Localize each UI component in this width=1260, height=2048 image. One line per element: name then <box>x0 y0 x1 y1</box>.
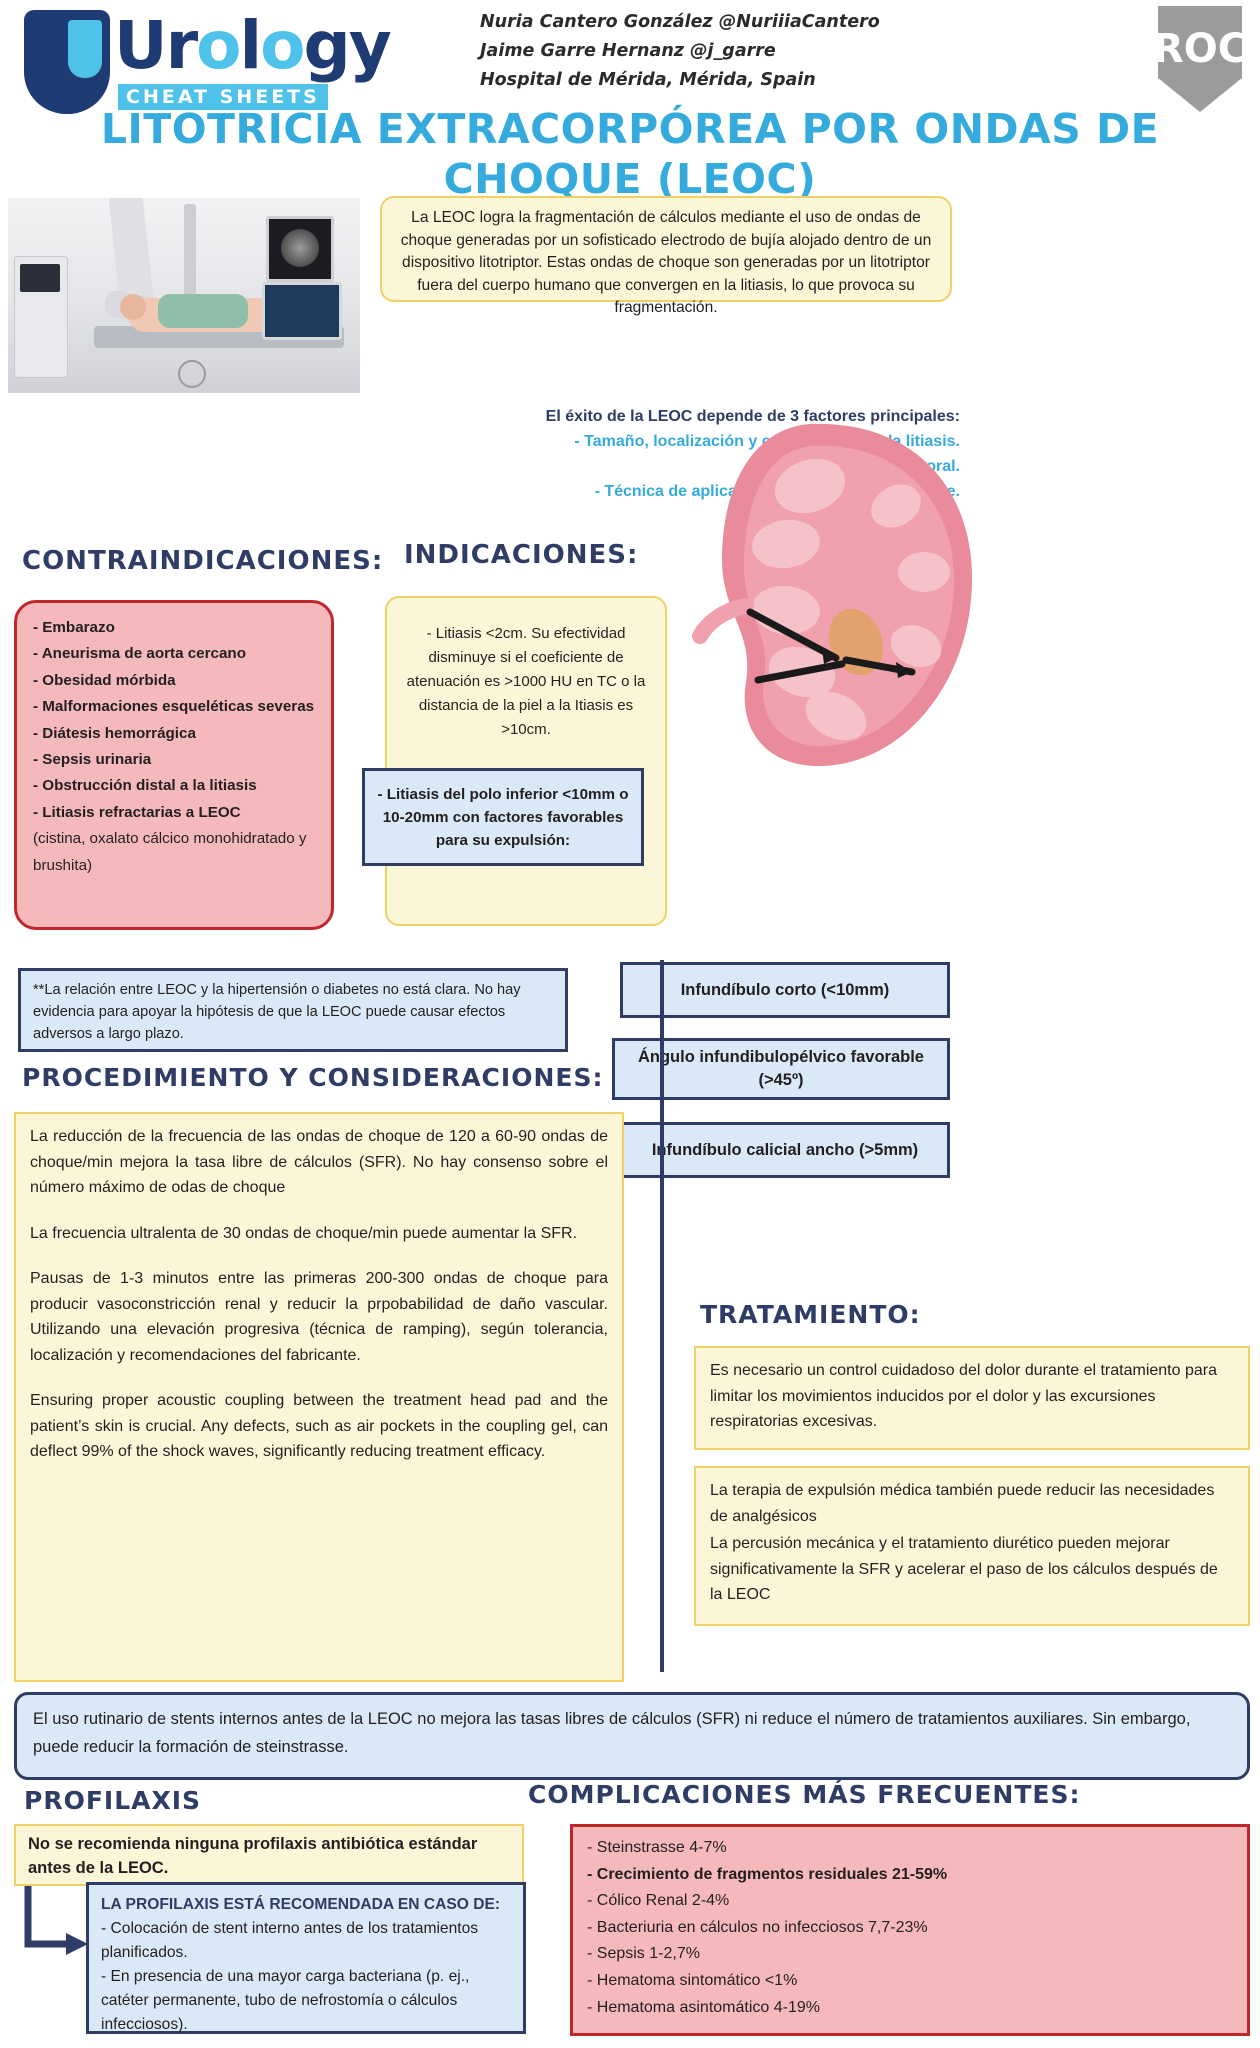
treatment-box-pain-control: Es necesario un control cuidadoso del do… <box>694 1346 1250 1450</box>
indications-subtext: - Litiasis del polo inferior <10mm o 10-… <box>377 785 629 849</box>
roc-logo-icon: ROC <box>1154 6 1246 112</box>
success-factors-lead: El éxito de la LEOC depende de 3 factore… <box>545 408 960 425</box>
procedure-paragraph-2: La frecuencia ultralenta de 30 ondas de … <box>30 1224 578 1242</box>
list-item: - Hematoma sintomático <1% <box>587 1971 798 1989</box>
lithotripsy-procedure-photo <box>8 198 360 393</box>
contraindications-list: - Embarazo - Aneurisma de aorta cercano … <box>17 603 331 879</box>
contraindications-box: - Embarazo - Aneurisma de aorta cercano … <box>14 600 334 930</box>
list-item: - Colocación de stent interno antes de l… <box>101 1920 479 1961</box>
description-text: La LEOC logra la fragmentación de cálcul… <box>400 209 932 316</box>
indications-text: - Litiasis <2cm. Su efectividad disminuy… <box>406 625 646 738</box>
svg-text:ROC: ROC <box>1154 26 1246 72</box>
urology-cheat-sheets-logo: Urology CHEAT SHEETS <box>14 4 404 116</box>
criterion-label: Infundíbulo corto (<10mm) <box>680 980 890 999</box>
criterion-label: Infundíbulo calicial ancho (>5mm) <box>651 1140 919 1159</box>
list-item: - Litiasis refractarias a LEOC <box>33 803 241 821</box>
stents-banner-text: El uso rutinario de stents internos ante… <box>33 1710 1191 1756</box>
criterion-box-infundibulum-width: Infundíbulo calicial ancho (>5mm) <box>620 1122 950 1178</box>
indications-heading: INDICACIONES: <box>404 540 639 570</box>
contraindications-heading: CONTRAINDICACIONES: <box>22 546 384 576</box>
prophylaxis-recommended: LA PROFILAXIS ESTÁ RECOMENDADA EN CASO D… <box>89 1885 523 2037</box>
footnote-box: **La relación entre LEOC y la hipertensi… <box>18 968 568 1052</box>
indications-subbox: - Litiasis del polo inferior <10mm o 10-… <box>362 768 644 866</box>
procedure-box: La reducción de la frecuencia de las ond… <box>14 1112 624 1682</box>
author-1: Nuria Cantero González @NuriiiaCantero <box>480 12 880 32</box>
procedure-paragraph-1: La reducción de la frecuencia de las ond… <box>30 1128 608 1196</box>
list-item: - Malformaciones esqueléticas severas <box>33 698 315 716</box>
description-box: La LEOC logra la fragmentación de cálcul… <box>380 196 952 316</box>
prophylaxis-box-recommended: LA PROFILAXIS ESTÁ RECOMENDADA EN CASO D… <box>86 1882 526 2034</box>
list-item: - Embarazo <box>33 619 115 636</box>
prophylaxis-recommended-title: LA PROFILAXIS ESTÁ RECOMENDADA EN CASO D… <box>101 1896 501 1913</box>
indications-box: - Litiasis <2cm. Su efectividad disminuy… <box>385 596 667 926</box>
procedure-heading: PROCEDIMIENTO Y CONSIDERACIONES: <box>22 1063 604 1092</box>
list-item: - En presencia de una mayor carga bacter… <box>101 1968 470 2033</box>
treatment-heading: TRATAMIENTO: <box>700 1300 921 1329</box>
list-item: - Obesidad mórbida <box>33 671 176 689</box>
complications-heading: COMPLICACIONES MÁS FRECUENTES: <box>528 1780 1081 1809</box>
poster-header: Urology CHEAT SHEETS Nuria Cantero Gonzá… <box>0 0 1260 120</box>
stents-banner: El uso rutinario de stents internos ante… <box>14 1692 1250 1780</box>
list-item: - Obstrucción distal a la litiasis <box>33 777 257 795</box>
treatment-text-2b: La percusión mecánica y el tratamiento d… <box>710 1535 1218 1603</box>
contraindications-note: (cistina, oxalato cálcico monohidratado … <box>33 830 307 874</box>
author-2: Jaime Garre Hernanz @j_garre <box>480 41 776 61</box>
procedure-paragraph-4: Ensuring proper acoustic coupling betwee… <box>30 1392 608 1460</box>
arrow-down-right-icon <box>24 1886 88 1955</box>
list-item: - Crecimiento de fragmentos residuales 2… <box>587 1865 948 1883</box>
list-item: - Sepsis urinaria <box>33 751 152 769</box>
author-3: Hospital de Mérida, Mérida, Spain <box>480 70 816 90</box>
complications-list: - Steinstrasse 4-7% - Crecimiento de fra… <box>573 1827 1247 2021</box>
treatment-box-expulsive-therapy: La terapia de expulsión médica también p… <box>694 1466 1250 1626</box>
complications-box: - Steinstrasse 4-7% - Crecimiento de fra… <box>570 1824 1250 2036</box>
prophylaxis-main-text: No se recomienda ninguna profilaxis anti… <box>28 1835 478 1877</box>
procedure-paragraph-3: Pausas de 1-3 minutos entre las primeras… <box>30 1270 608 1364</box>
logo-subtitle: CHEAT SHEETS <box>118 84 328 110</box>
logo-wordmark: Urology <box>114 7 392 84</box>
list-item: - Aneurisma de aorta cercano <box>33 645 246 663</box>
list-item: - Diátesis hemorrágica <box>33 724 196 742</box>
shield-icon <box>24 10 110 114</box>
list-item: - Steinstrasse 4-7% <box>587 1839 727 1856</box>
prophylaxis-heading: PROFILAXIS <box>24 1786 202 1815</box>
kidney-anatomy-illustration <box>692 423 973 767</box>
footnote-text: **La relación entre LEOC y la hipertensi… <box>33 982 521 1042</box>
list-item: - Cólico Renal 2-4% <box>587 1892 730 1910</box>
list-item: - Sepsis 1-2,7% <box>587 1945 700 1963</box>
list-item: - Hematoma asintomático 4-19% <box>587 1998 820 2016</box>
column-divider <box>660 960 664 1672</box>
prophylaxis-box-main: No se recomienda ninguna profilaxis anti… <box>14 1824 524 1886</box>
criterion-box-infundibulopelvic-angle: Ángulo infundibulopélvico favorable (>45… <box>612 1038 950 1100</box>
list-item: - Bacteriuria en cálculos no infecciosos… <box>587 1918 928 1936</box>
criterion-label: Ángulo infundibulopélvico favorable (>45… <box>637 1048 924 1089</box>
procedure-text: La reducción de la frecuencia de las ond… <box>16 1114 622 1465</box>
treatment-text-1: Es necesario un control cuidadoso del do… <box>710 1362 1217 1430</box>
criterion-box-infundibulum-short: Infundíbulo corto (<10mm) <box>620 962 950 1018</box>
authors-block: Nuria Cantero González @NuriiiaCantero J… <box>480 8 900 95</box>
treatment-text-2a: La terapia de expulsión médica también p… <box>710 1482 1215 1525</box>
page-title: LITOTRICIA EXTRACORPÓREA POR ONDAS DE CH… <box>100 105 1160 203</box>
